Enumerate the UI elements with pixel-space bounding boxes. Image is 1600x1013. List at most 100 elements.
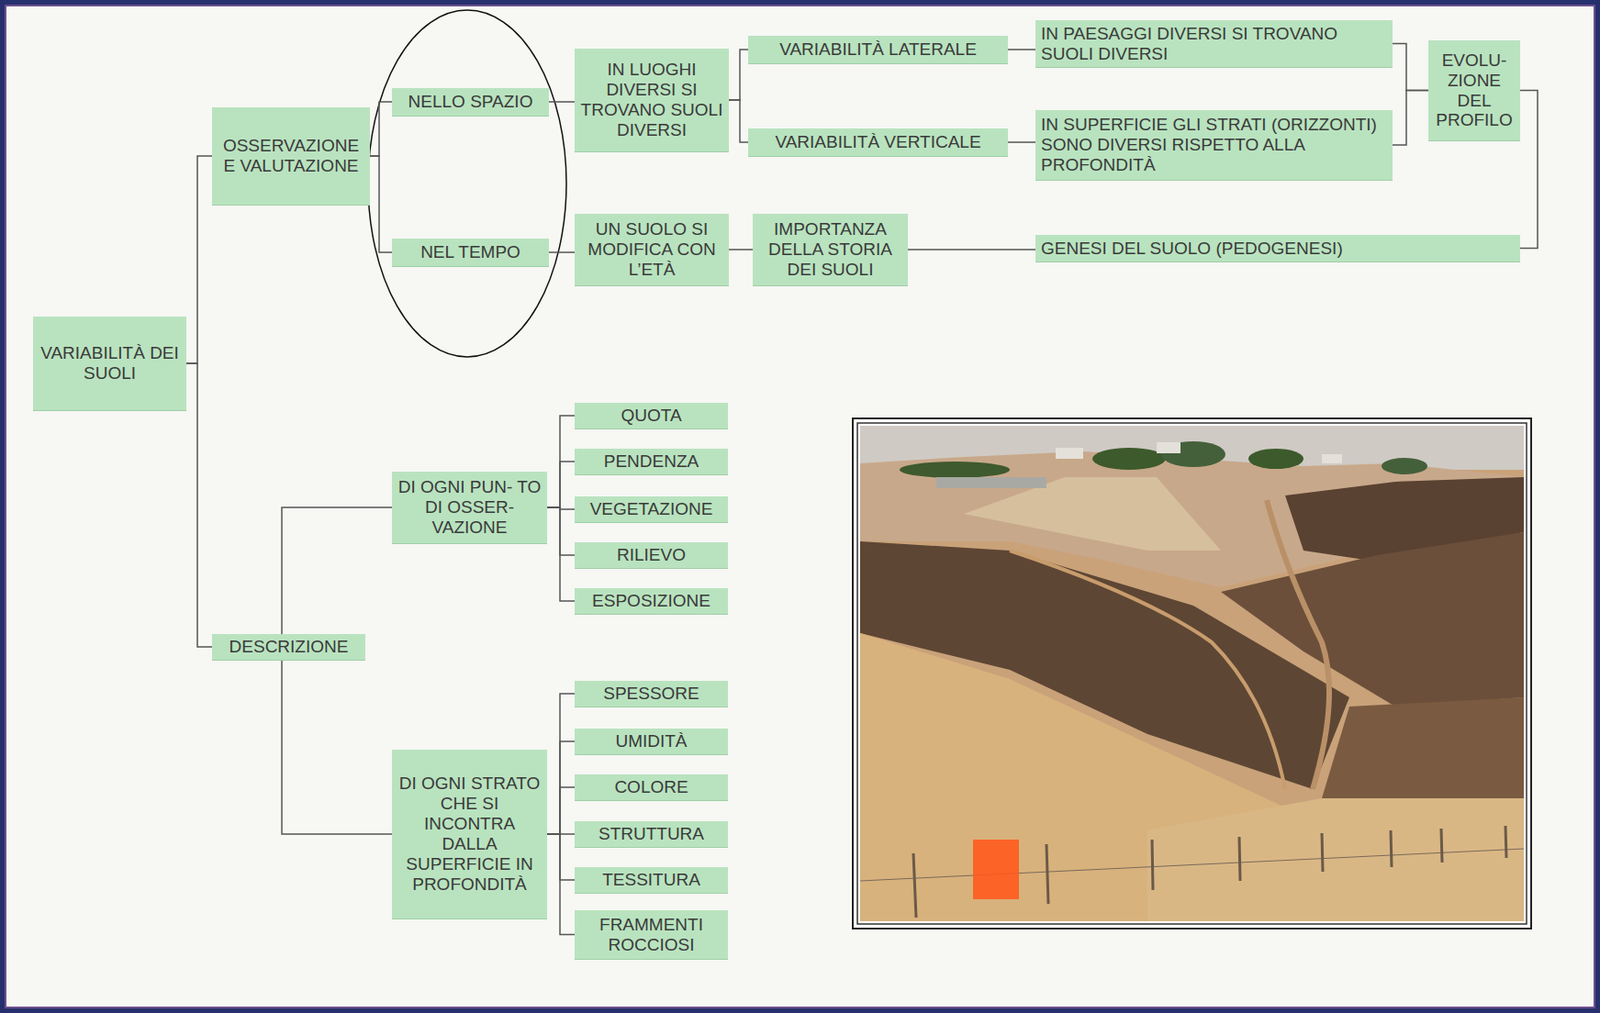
fence-post <box>1321 833 1323 873</box>
tree-connector <box>728 100 749 143</box>
box-text: FRAMMENTI ROCCIOSI <box>580 915 723 956</box>
highlight-ellipse <box>368 10 567 358</box>
landscape-photo <box>852 418 1532 929</box>
tree-connector <box>547 834 575 936</box>
concept-box: VARIABILITÀ LATERALE <box>748 35 1008 64</box>
tree-connector <box>369 156 392 253</box>
box-text: SPESSORE <box>580 683 723 705</box>
tree-connector <box>1392 90 1429 146</box>
fence-post <box>1046 844 1049 905</box>
concept-box: RILIEVO <box>574 542 728 569</box>
tree-connector <box>547 787 575 835</box>
concept-box: TESSITURA <box>574 867 728 894</box>
tree-connector <box>547 415 575 508</box>
tree-connector <box>728 248 753 251</box>
concept-box: UMIDITÀ <box>574 728 728 755</box>
orange-net <box>973 839 1019 900</box>
concept-box: NEL TEMPO <box>391 238 549 267</box>
box-text: STRUTTURA <box>580 824 723 845</box>
box-text: NEL TEMPO <box>397 242 544 263</box>
concept-box: ESPOSIZIONE <box>574 588 728 615</box>
fence-post <box>913 853 917 918</box>
concept-box: DI OGNI PUN- TO DI OSSER- VAZIONE <box>391 471 548 544</box>
concept-box: QUOTA <box>574 402 728 429</box>
tree-connector <box>907 248 1036 251</box>
box-text: GENESI DEL SUOLO (PEDOGENESI) <box>1040 238 1515 259</box>
tree-connector <box>281 507 392 635</box>
field-edge <box>1009 550 1286 790</box>
fence-post <box>1505 826 1507 859</box>
concept-box: DESCRIZIONE <box>212 634 366 661</box>
plowed-field <box>1321 697 1524 808</box>
building <box>1156 442 1181 454</box>
concept-box: SPESSORE <box>574 681 728 707</box>
fence-wire <box>860 849 1524 882</box>
box-text: VARIABILITÀ DEI SUOLI <box>38 343 181 384</box>
fence-post <box>1441 828 1443 863</box>
box-text: PENDENZA <box>580 451 723 472</box>
concept-box: IN LUOGHI DIVERSI SI TROVANO SUOLI DIVER… <box>574 48 729 152</box>
box-text: RILIEVO <box>580 545 723 566</box>
concept-box: VARIABILITÀ VERTICALE <box>748 128 1008 157</box>
tree-connector <box>186 156 213 364</box>
building <box>936 477 1047 489</box>
photo-inner-frame <box>857 423 1527 925</box>
concept-box: IN PAESAGGI DIVERSI SI TROVANO SUOLI DIV… <box>1035 20 1393 68</box>
tree-connector <box>547 741 575 835</box>
fence-post <box>1239 837 1241 882</box>
box-text: COLORE <box>580 777 723 798</box>
fence-posts <box>913 826 1507 918</box>
box-text: TESSITURA <box>580 870 723 891</box>
concept-box: VEGETAZIONE <box>574 496 728 523</box>
tree-connector <box>547 461 575 508</box>
tree-connector <box>547 693 575 835</box>
tree-connector <box>281 660 392 835</box>
tree-line <box>1092 447 1166 470</box>
tree-connector <box>1392 44 1429 91</box>
photo-ground <box>860 425 1524 922</box>
tree-connector <box>369 101 392 157</box>
tree-line <box>1248 448 1304 470</box>
concept-box: COLORE <box>574 774 728 801</box>
tree-connector <box>548 251 575 254</box>
concept-box: GENESI DEL SUOLO (PEDOGENESI) <box>1035 234 1521 262</box>
tree-connector <box>186 363 213 648</box>
building <box>1055 447 1084 459</box>
photo-frame <box>852 418 1532 929</box>
fence-post <box>1152 839 1153 891</box>
concept-box: DI OGNI STRATO CHE SI INCONTRA DALLA SUP… <box>391 749 548 919</box>
concept-box: IMPORTANZA DELLA STORIA DEI SUOLI <box>752 213 908 286</box>
tree-connector <box>547 834 575 881</box>
tree-connector <box>728 49 749 101</box>
box-text: VARIABILITÀ VERTICALE <box>753 132 1003 153</box>
box-text: DI OGNI PUN- TO DI OSSER- VAZIONE <box>397 477 542 538</box>
building <box>1321 454 1343 464</box>
box-text: IMPORTANZA DELLA STORIA DEI SUOLI <box>758 219 903 280</box>
tree-connector <box>1007 141 1036 144</box>
plowed-field <box>1220 532 1524 707</box>
concept-box: OSSERVAZIONE E VALUTAZIONE <box>212 107 370 205</box>
box-text: IN PAESAGGI DIVERSI SI TROVANO SUOLI DIV… <box>1040 23 1388 65</box>
box-text: VEGETAZIONE <box>580 499 723 520</box>
tree-connector <box>548 100 575 103</box>
gully <box>1266 500 1330 790</box>
box-text: DI OGNI STRATO CHE SI INCONTRA DALLA SUP… <box>397 773 542 895</box>
tree-line <box>1381 458 1428 475</box>
tree-connector <box>1520 90 1538 249</box>
tree-line <box>899 461 1010 479</box>
concept-box: FRAMMENTI ROCCIOSI <box>574 910 728 960</box>
tree-connector <box>547 507 575 602</box>
tree-connector <box>1007 48 1036 51</box>
box-text: VARIABILITÀ LATERALE <box>753 39 1003 60</box>
box-text: QUOTA <box>580 405 723 426</box>
box-text: NELLO SPAZIO <box>397 91 544 112</box>
concept-box: IN SUPERFICIE GLI STRATI (ORIZZONTI) SON… <box>1035 110 1393 180</box>
concept-box: EVOLU- ZIONE DEL PROFILO <box>1428 40 1521 141</box>
grass-slope <box>1147 798 1524 922</box>
tree-connector <box>547 507 575 556</box>
concept-box: VARIABILITÀ DEI SUOLI <box>33 316 187 411</box>
box-text: ESPOSIZIONE <box>580 591 723 612</box>
concept-box: UN SUOLO SI MODIFICA CON L’ETÀ <box>574 213 729 286</box>
box-text: UMIDITÀ <box>580 731 723 752</box>
